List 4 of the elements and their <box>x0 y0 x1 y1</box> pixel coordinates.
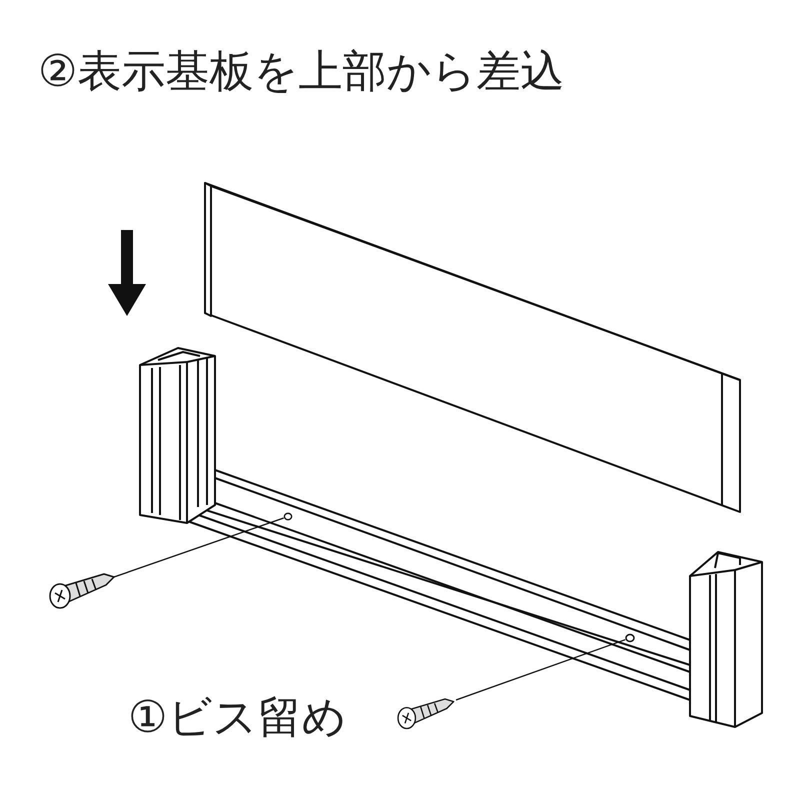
step-label: ①ビス留め <box>128 696 346 740</box>
guide-line <box>456 639 626 701</box>
guide-line <box>114 517 284 578</box>
title: ②表示基板を上部から差込 <box>38 50 564 94</box>
